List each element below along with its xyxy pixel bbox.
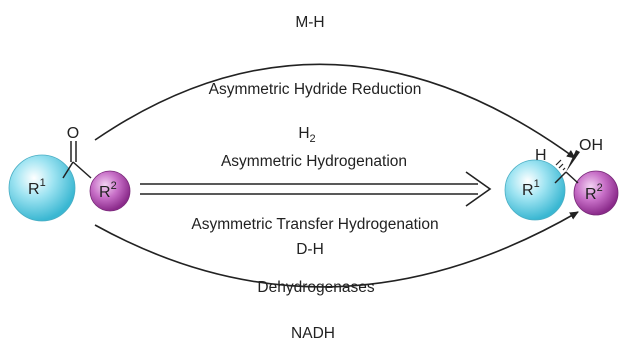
bottom-reagent-label: NADH bbox=[291, 325, 335, 342]
middle-reagent-label: H2 bbox=[298, 125, 315, 145]
bottom-route-arrow bbox=[94, 211, 579, 288]
middle-route-name-upper: Asymmetric Hydrogenation bbox=[221, 153, 407, 170]
alcohol-r2-sphere bbox=[573, 170, 619, 216]
transfer-reagent-label: D-H bbox=[296, 241, 324, 258]
alcohol-product: H OH R1 R2 bbox=[504, 137, 619, 221]
alcohol-r1-label: R1 bbox=[522, 178, 540, 199]
ketone-oxygen-label: O bbox=[67, 125, 79, 142]
alcohol-r1-sphere bbox=[504, 159, 566, 221]
alcohol-r2-label: R2 bbox=[585, 182, 603, 203]
middle-double-arrow bbox=[140, 171, 492, 207]
middle-route-name-lower: Asymmetric Transfer Hydrogenation bbox=[191, 216, 438, 233]
ketone-substrate: O R1 R2 bbox=[8, 125, 131, 222]
top-route-name: Asymmetric Hydride Reduction bbox=[209, 81, 422, 98]
alcohol-hydrogen-label: H bbox=[535, 147, 547, 164]
bottom-route-name: Dehydrogenases bbox=[257, 279, 374, 296]
ketone-r2-sphere bbox=[89, 170, 131, 212]
top-route-arrow bbox=[94, 63, 576, 159]
ketone-r1-sphere bbox=[8, 154, 76, 222]
top-reagent-label: M-H bbox=[295, 14, 324, 31]
ketone-r2-label: R2 bbox=[99, 180, 117, 201]
alcohol-hydroxyl-label: OH bbox=[579, 137, 603, 154]
ketone-r1-label: R1 bbox=[28, 177, 46, 198]
